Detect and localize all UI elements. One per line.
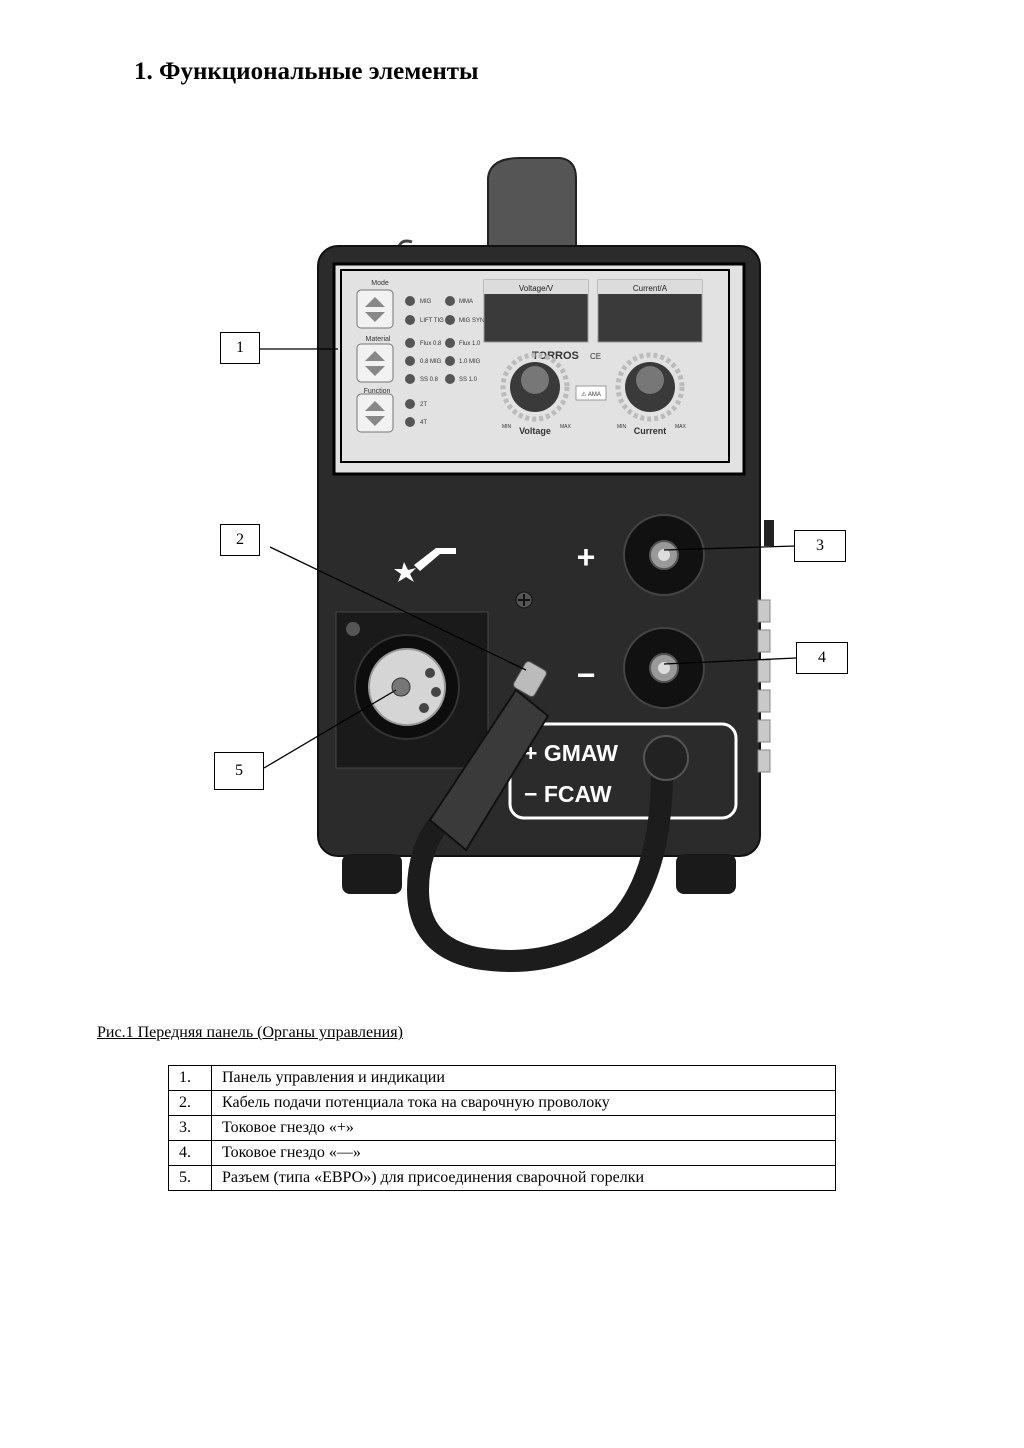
table-row: 4. Токовое гнездо «—» <box>168 1140 836 1166</box>
function-label: Function <box>364 388 391 395</box>
material-option-5: SS 0.8 <box>420 377 439 383</box>
legend-text: Разъем (типа «ЕВРО») для присоединения с… <box>211 1165 836 1191</box>
callout-1: 1 <box>220 332 260 364</box>
control-panel-frame <box>340 269 730 463</box>
voltage-min-label: MIN <box>502 424 512 430</box>
cable-shape <box>406 749 674 972</box>
current-max-label: MAX <box>675 424 687 430</box>
mode-label: Mode <box>371 280 389 287</box>
ce-mark: CE <box>590 352 601 361</box>
current-min-label: MIN <box>617 424 627 430</box>
mode-button <box>356 289 394 329</box>
legend-number: 4. <box>168 1140 212 1166</box>
table-row: 3. Токовое гнездо «+» <box>168 1115 836 1141</box>
welder-front-panel-figure: Mode MIG MMA LIFT TIG MIG SYN Material F… <box>0 150 1024 1010</box>
callout-5: 5 <box>214 752 264 790</box>
table-row: 5. Разъем (типа «ЕВРО») для присоединени… <box>168 1165 836 1191</box>
material-label: Material <box>366 336 391 343</box>
voltage-knob-label: Voltage <box>519 426 551 436</box>
section-heading: 1. Функциональные элементы <box>134 58 479 85</box>
material-button <box>356 343 394 383</box>
material-option-2: Flux 1.0 <box>459 341 481 347</box>
plus-sign-label: + <box>577 539 596 575</box>
legend-number: 3. <box>168 1115 212 1141</box>
legend-number: 2. <box>168 1090 212 1116</box>
foot-left <box>342 854 402 894</box>
warning-badge <box>575 385 607 401</box>
callout-3: 3 <box>794 530 846 562</box>
current-display-label: Current/A <box>633 284 668 293</box>
callout-2: 2 <box>220 524 260 556</box>
function-button <box>356 393 394 433</box>
legend-number: 1. <box>168 1065 212 1091</box>
legend-text: Панель управления и индикации <box>211 1065 836 1091</box>
side-button <box>764 520 774 546</box>
minus-sign-label: − <box>577 657 596 693</box>
mode-option-2: MMA <box>459 299 473 305</box>
fcaw-label: − FCAW <box>524 781 612 807</box>
legend-text: Токовое гнездо «+» <box>211 1115 836 1141</box>
gmaw-label: + GMAW <box>524 740 618 766</box>
table-row: 1. Панель управления и индикации <box>168 1065 836 1091</box>
function-option-1: 2T <box>420 402 427 408</box>
brand-label: TORROS <box>532 350 579 362</box>
callout-4: 4 <box>796 642 848 674</box>
current-knob-label: Current <box>634 426 667 436</box>
warning-label: ⚠ AMA <box>581 391 601 398</box>
legend-table: 1. Панель управления и индикации 2. Кабе… <box>168 1065 836 1191</box>
cable-plug-shape <box>428 688 550 852</box>
material-option-6: SS 1.0 <box>459 377 478 383</box>
voltage-display-label: Voltage/V <box>519 284 554 293</box>
legend-text: Кабель подачи потенциала тока на сварочн… <box>211 1090 836 1116</box>
legend-number: 5. <box>168 1165 212 1191</box>
material-option-1: Flux 0.8 <box>420 341 442 347</box>
material-option-3: 0.8 MIG <box>420 359 442 365</box>
table-row: 2. Кабель подачи потенциала тока на свар… <box>168 1090 836 1116</box>
foot-right <box>676 854 736 894</box>
figure-caption: Рис.1 Передняя панель (Органы управления… <box>97 1024 403 1041</box>
welder-illustration: Mode MIG MMA LIFT TIG MIG SYN Material F… <box>260 157 797 972</box>
torch-symbol-icon <box>394 548 456 582</box>
voltage-max-label: MAX <box>560 424 572 430</box>
legend-text: Токовое гнездо «—» <box>211 1140 836 1166</box>
mode-option-4: MIG SYN <box>459 318 484 324</box>
mode-option-1: MIG <box>420 299 432 305</box>
indicator-leds <box>405 296 455 427</box>
mode-option-3: LIFT TIG <box>420 318 444 324</box>
function-option-2: 4T <box>420 420 427 426</box>
material-option-4: 1.0 MIG <box>459 359 481 365</box>
handle-shape <box>487 157 577 251</box>
